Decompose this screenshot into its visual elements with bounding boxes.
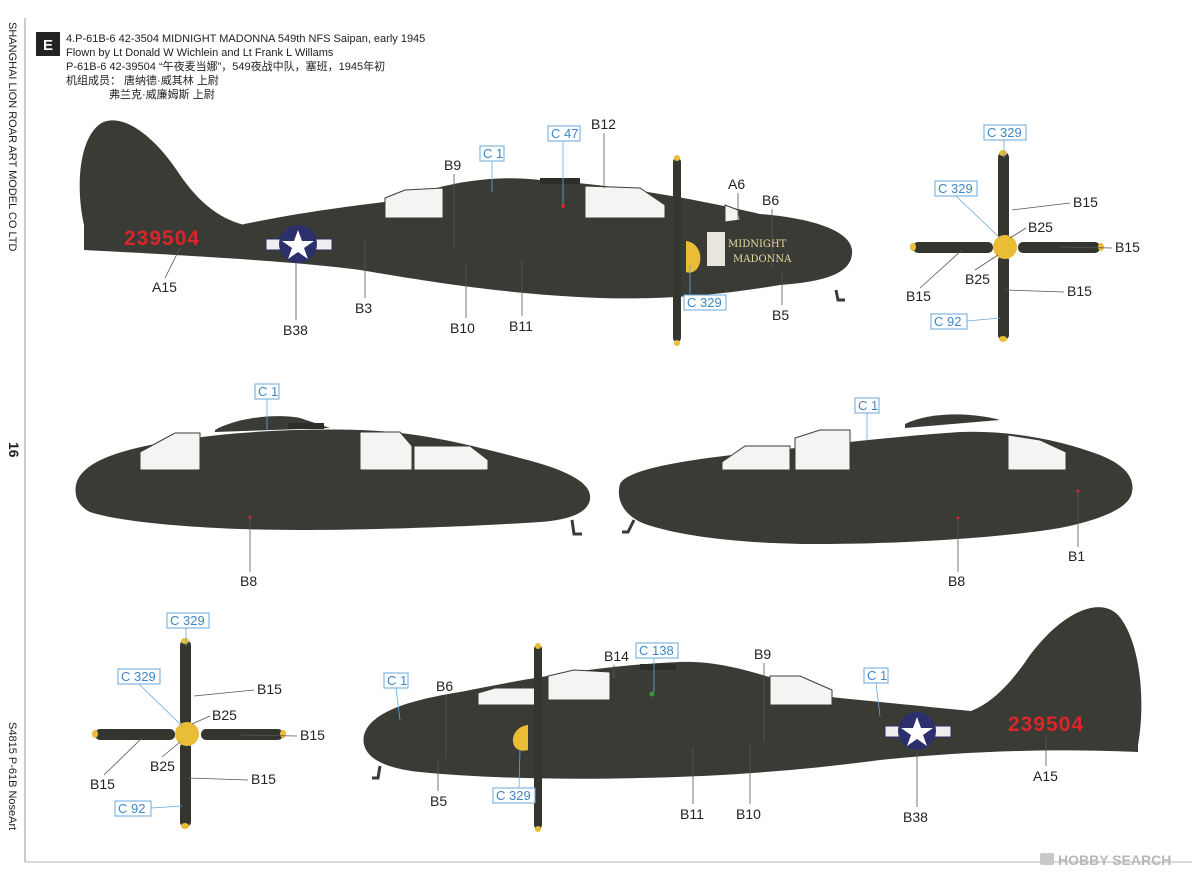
callout-b5: B5	[772, 307, 789, 323]
color-ref-c138: C 138	[639, 643, 674, 658]
color-ref-c329-d: C 329	[121, 669, 156, 684]
color-ref-c92: C 92	[934, 314, 961, 329]
callout-b25-d: B25	[150, 758, 175, 774]
color-ref-c1: C 1	[483, 146, 503, 161]
star-insignia	[265, 225, 333, 263]
color-ref-c47: C 47	[551, 126, 578, 141]
header-block: E 4.P-61B-6 42-3504 MIDNIGHT MADONNA 549…	[36, 32, 425, 101]
propeller-bottom-callouts: B15 B25 B15 B25 B15 B15 C 329 C 329 C 92	[90, 612, 325, 817]
header-line-5: 弗兰克·威廉姆斯 上尉	[109, 87, 215, 101]
nacelle-right-callouts: C 1 B8 B1	[854, 397, 1085, 589]
left-side-view: MIDNIGHT MADONNA 239504	[79, 120, 853, 346]
callout-b6-right: B6	[436, 678, 453, 694]
callout-b8-right: B8	[948, 573, 965, 589]
callout-a15: A15	[152, 279, 177, 295]
callout-b38: B38	[283, 322, 308, 338]
color-ref-c92-b: C 92	[118, 801, 145, 816]
callout-b15-f: B15	[300, 727, 325, 743]
color-ref-c329-right: C 329	[496, 788, 531, 803]
star-insignia-right	[884, 712, 952, 750]
propeller-front-view-bottom	[92, 638, 286, 829]
callout-b14: B14	[604, 648, 629, 664]
callout-b9-right: B9	[754, 646, 771, 662]
color-ref-c329-a: C 329	[987, 125, 1022, 140]
section-badge-label: E	[43, 37, 53, 54]
color-ref-c1-right-a: C 1	[387, 673, 407, 688]
section-badge	[36, 32, 60, 56]
nacelle-left-view	[75, 416, 591, 536]
callout-b15-a: B15	[1073, 194, 1098, 210]
callout-b15-b: B15	[1115, 239, 1140, 255]
right-side-view: 239504	[363, 607, 1142, 832]
callout-b25-c: B25	[212, 707, 237, 723]
page-number: 16	[6, 442, 22, 458]
callout-b10-right: B10	[736, 806, 761, 822]
header-line-4: 机组成员： 唐纳德·威其林 上尉	[66, 73, 219, 87]
color-ref-c329: C 329	[687, 295, 722, 310]
callout-b1: B1	[1068, 548, 1085, 564]
callout-a15-right: A15	[1033, 768, 1058, 784]
callout-b25-a: B25	[1028, 219, 1053, 235]
color-ref-c1-right-b: C 1	[867, 668, 887, 683]
callout-b3: B3	[355, 300, 372, 316]
callout-b6: B6	[762, 192, 779, 208]
propeller-front-view-top	[910, 150, 1104, 342]
callout-b15-d: B15	[1067, 283, 1092, 299]
watermark-text: HOBBY SEARCH	[1058, 852, 1171, 868]
callout-b8-left: B8	[240, 573, 257, 589]
callout-b15-h: B15	[251, 771, 276, 787]
callout-b15-g: B15	[90, 776, 115, 792]
watermark: HOBBY SEARCH	[1040, 852, 1171, 868]
company-name: SHANGHAI LION ROAR ART MODEL CO LTD	[6, 22, 18, 251]
callout-b15-c: B15	[906, 288, 931, 304]
callout-b11-right: B11	[680, 806, 704, 822]
callout-b38-right: B38	[903, 809, 928, 825]
propeller-top-callouts: B15 B25 B15 B25 B15 B15 C 329 C 329 C 92	[906, 124, 1140, 330]
left-side-callouts: B12 B9 A6 B6 A15 B3 B38 B10 B11 B5 C 1 C…	[152, 116, 789, 338]
nacelle-right-view	[618, 414, 1133, 544]
callout-b9: B9	[444, 157, 461, 173]
nose-art-line-1: MIDNIGHT	[728, 239, 787, 250]
callout-b25-b: B25	[965, 271, 990, 287]
callout-b15-e: B15	[257, 681, 282, 697]
color-ref-c1-mid-right: C 1	[858, 398, 878, 413]
product-code: S4815 P-61B NoseArt	[6, 722, 18, 830]
callout-a6: A6	[728, 176, 745, 192]
header-line-2: Flown by Lt Donald W Wichlein and Lt Fra…	[66, 47, 334, 59]
callout-b11: B11	[509, 318, 533, 334]
header-line-3: P-61B-6 42-39504 “午夜麦当娜”，549夜战中队，塞班，1945…	[66, 59, 385, 73]
callout-b10: B10	[450, 320, 475, 336]
nose-art-line-2: MADONNA	[733, 254, 792, 265]
color-ref-c329-b: C 329	[938, 181, 973, 196]
callout-b12: B12	[591, 116, 616, 132]
callout-b5-right: B5	[430, 793, 447, 809]
tail-serial: 239504	[124, 227, 200, 250]
tail-serial-right: 239504	[1008, 713, 1084, 736]
right-side-callouts: B14 B6 B9 B5 B11 B10 B38 A15 C 1 C 138 C…	[383, 642, 1058, 825]
header-line-1: 4.P-61B-6 42-3504 MIDNIGHT MADONNA 549th…	[66, 33, 425, 45]
color-ref-c1-mid-left: C 1	[258, 384, 278, 399]
nacelle-left-callouts: C 1 B8	[240, 383, 280, 589]
color-ref-c329-c: C 329	[170, 613, 205, 628]
hobby-search-icon	[1040, 853, 1054, 865]
